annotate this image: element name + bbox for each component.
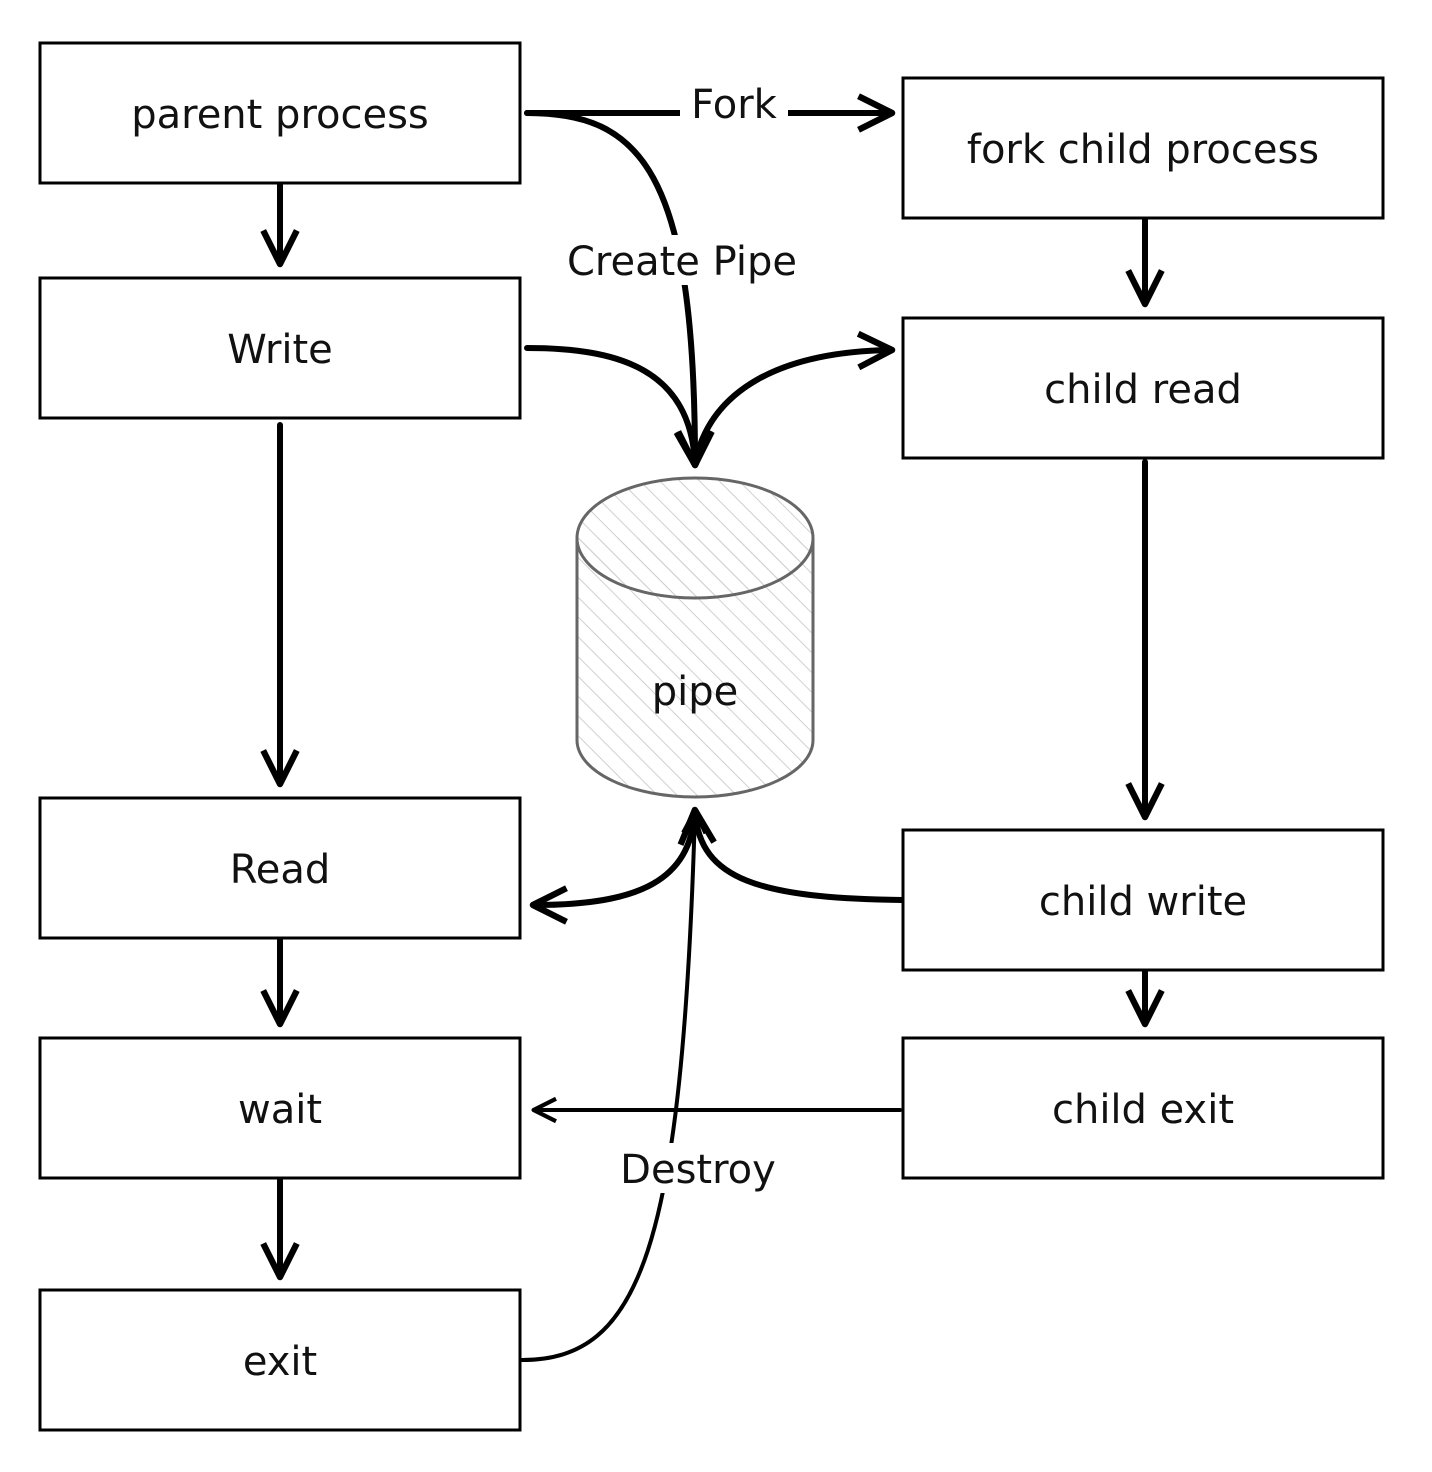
read-label: Read: [230, 847, 331, 893]
child-exit-label: child exit: [1052, 1087, 1234, 1133]
node-read: Read: [38, 796, 522, 940]
node-fork-child-process: fork child process: [901, 76, 1385, 220]
node-write: Write: [38, 276, 522, 420]
edge-pipe-to-read: [529, 809, 698, 925]
edges: [260, 93, 1165, 1362]
node-child-read: child read: [901, 316, 1385, 460]
pipe-body: [575, 538, 815, 799]
fork-label: Fork: [691, 82, 778, 128]
edge-child-write-to-pipe: [677, 806, 905, 903]
edge-create-pipe: [524, 110, 715, 469]
node-exit: exit: [38, 1288, 522, 1432]
pipe-cylinder: pipe: [575, 476, 815, 799]
edge-pipe-to-child-read: [692, 330, 896, 466]
edge-destroy: [520, 808, 708, 1362]
edge-write-to-pipe: [524, 345, 713, 469]
wait-label: wait: [238, 1087, 322, 1133]
destroy-label: Destroy: [620, 1147, 776, 1193]
node-wait: wait: [38, 1036, 522, 1180]
node-child-exit: child exit: [901, 1036, 1385, 1180]
fork-child-process-label: fork child process: [967, 127, 1319, 173]
write-label: Write: [227, 327, 333, 373]
node-parent-process: parent process: [38, 41, 522, 185]
node-child-write: child write: [901, 828, 1385, 972]
child-write-label: child write: [1039, 879, 1247, 925]
exit-label: exit: [243, 1339, 317, 1385]
create-pipe-label: Create Pipe: [567, 239, 797, 285]
pipe-top: [575, 476, 815, 600]
edge-labels: Fork Create Pipe Destroy: [552, 78, 812, 1193]
child-read-label: child read: [1044, 367, 1242, 413]
parent-process-label: parent process: [131, 92, 429, 138]
pipe-label: pipe: [652, 669, 739, 715]
